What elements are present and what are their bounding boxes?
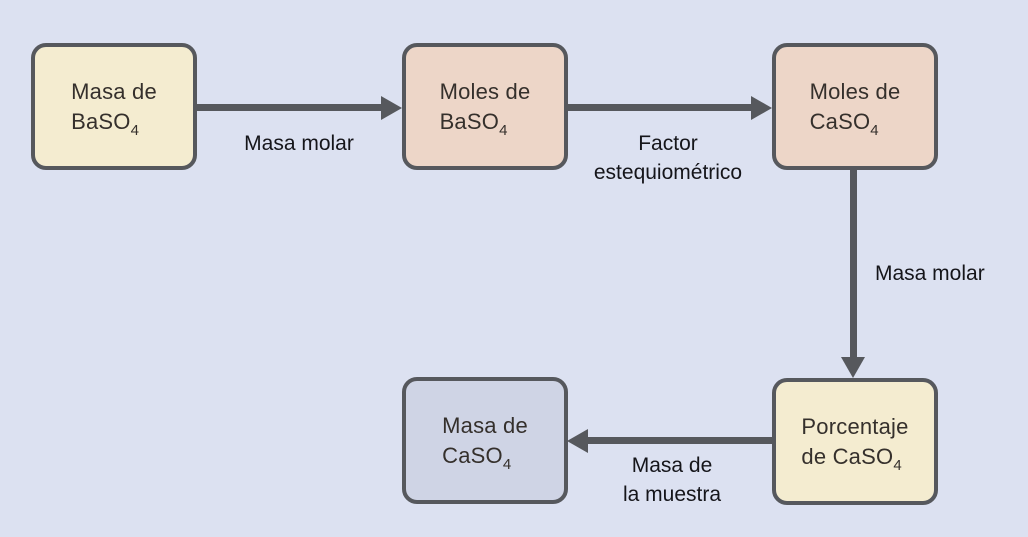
arrow-2-label: Factor estequiométrico (593, 132, 743, 184)
arrow-4-label: Masa de la muestra (622, 454, 722, 506)
arrow-1-label: Masa molar (244, 132, 354, 155)
arrow-3-label: Masa molar (875, 262, 985, 285)
